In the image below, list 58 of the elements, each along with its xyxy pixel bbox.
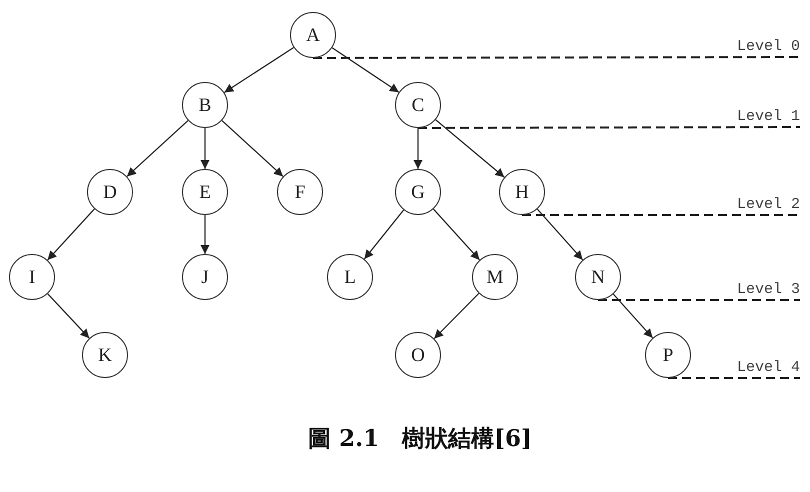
dashed-line (522, 214, 800, 216)
tree-node-circle (182, 254, 228, 300)
tree-node-circle (82, 332, 128, 378)
tree-node-circle (87, 169, 133, 215)
node-letter: I (28, 268, 36, 286)
level-label: Level 0 (736, 38, 800, 54)
node-letter: J (201, 268, 209, 286)
tree-node-circle (575, 254, 621, 300)
tree-node-circle (182, 169, 228, 215)
dashed-line (313, 56, 800, 59)
arrow (433, 208, 480, 260)
node-letter: M (486, 268, 504, 286)
arrow (536, 208, 584, 260)
arrow (414, 128, 422, 169)
node-letter: P (662, 346, 674, 364)
arrow (224, 47, 294, 93)
level-label: Level 4 (736, 358, 800, 376)
tree-node-circle (277, 169, 323, 215)
arrow (364, 210, 404, 260)
arrow (47, 293, 90, 339)
tree-node-circle (395, 82, 441, 128)
tree-node-circle (327, 254, 373, 300)
level-label: Level 1 (736, 108, 800, 124)
dashed-line (668, 377, 800, 379)
node-letter: D (103, 182, 117, 202)
node-letter: L (344, 268, 356, 286)
arrow (200, 215, 210, 254)
node-letter: F (294, 182, 306, 202)
tree-node-circle (472, 254, 518, 300)
level-label: Level 3 (736, 280, 800, 298)
tree-node-circle (395, 169, 441, 215)
dashed-line (418, 126, 800, 129)
tree-node-circle (395, 332, 441, 378)
figure-caption: 圖 2.1 樹狀結構[6] (308, 424, 532, 454)
arrow (435, 119, 505, 178)
node-letter: A (306, 26, 320, 44)
arrow (126, 120, 188, 177)
node-letter: G (411, 182, 425, 202)
arrow (332, 47, 400, 93)
node-letter: E (199, 182, 211, 202)
dashed-line (598, 299, 800, 301)
arrow (47, 208, 95, 260)
arrow (222, 120, 284, 177)
node-letter: B (198, 96, 212, 114)
node-letter: H (515, 182, 529, 202)
tree-node-circle (182, 82, 228, 128)
node-letter: K (98, 346, 112, 364)
arrow (434, 292, 480, 340)
tree-node-circle (499, 169, 545, 215)
tree-node-circle (645, 332, 691, 378)
arrow (612, 294, 654, 338)
node-letter: N (591, 268, 605, 286)
tree-node-circle (9, 254, 55, 300)
level-label: Level 2 (736, 196, 800, 212)
arrow (200, 128, 210, 169)
tree-node-circle (290, 12, 336, 58)
node-letter: O (411, 346, 425, 364)
node-letter: C (412, 96, 424, 114)
